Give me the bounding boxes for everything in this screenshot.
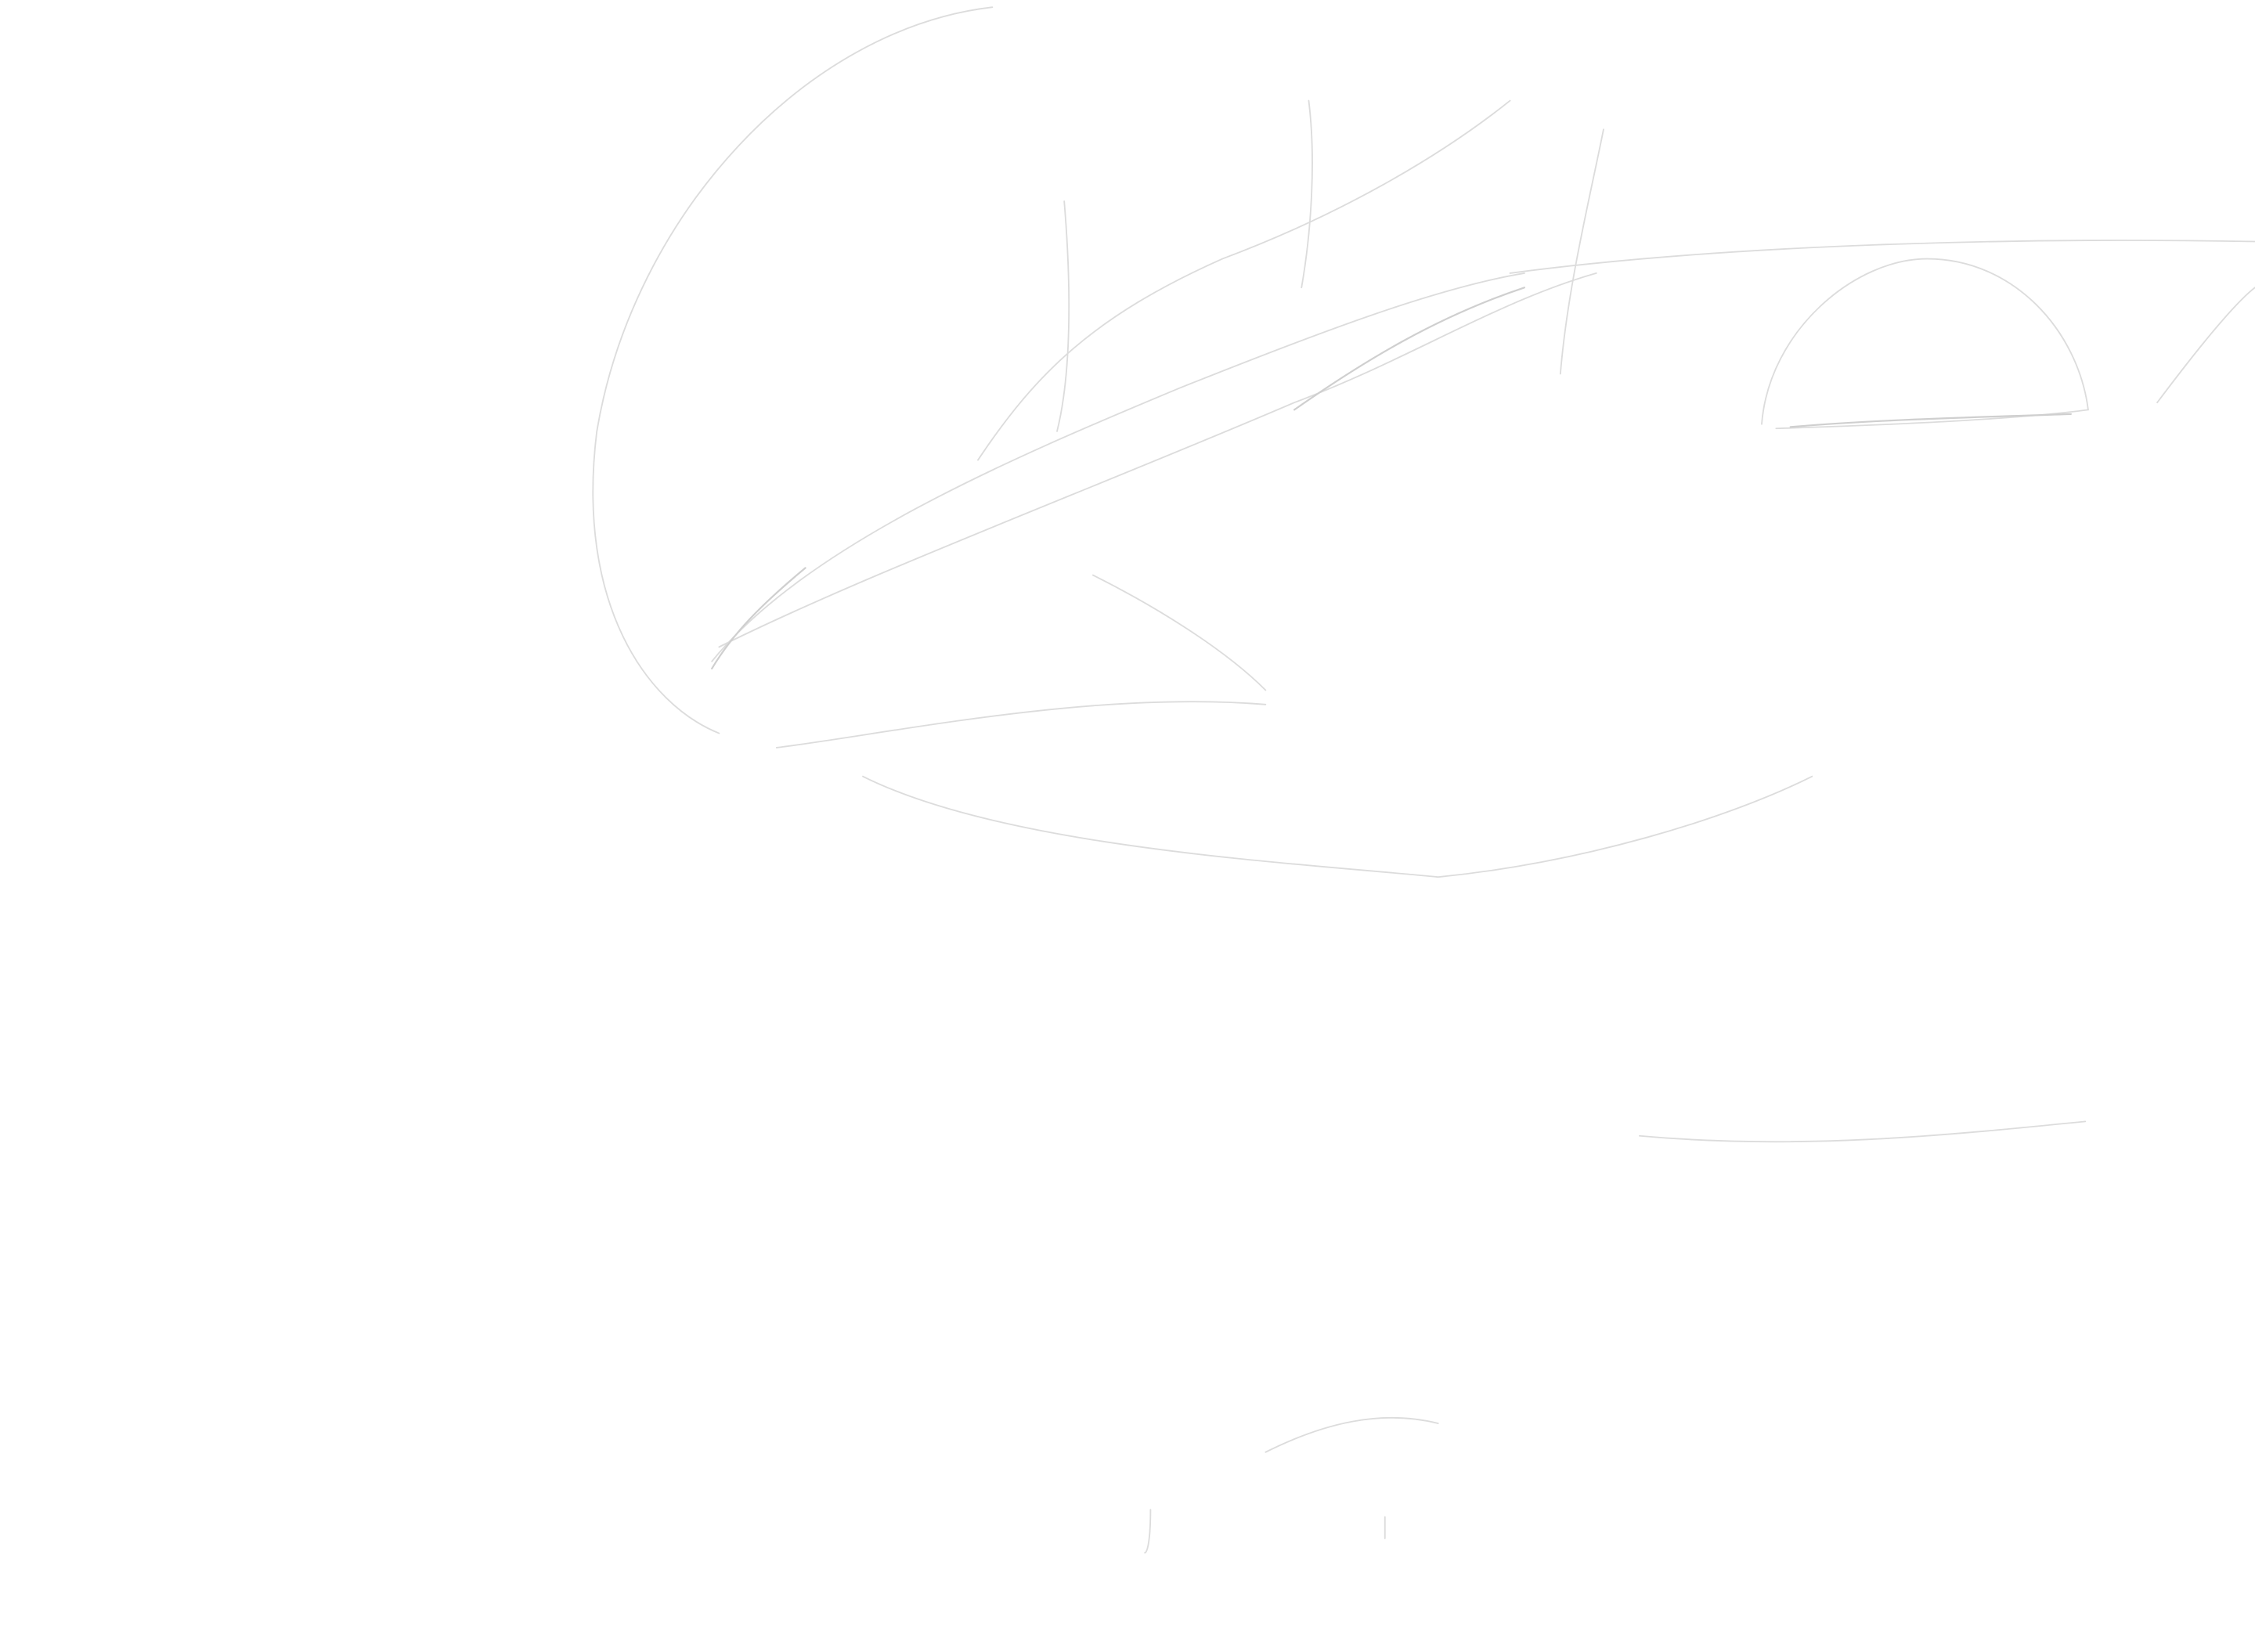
sketch-stroke [711,272,1525,662]
sketch-stroke [977,99,1511,461]
sketch-horizon-line [1509,240,2255,274]
sketch-stroke [1092,574,1267,691]
sketch-dark-stroke [1789,413,2073,428]
sketch-lower-arc [862,775,1813,878]
sketch-stroke [1559,128,1604,375]
sketch-stroke [1265,1416,1439,1453]
sketch-stroke [1301,99,1313,289]
sketch-outer-arc [592,6,994,734]
sketch-dark-stroke [1293,287,1526,411]
sketch-stroke [2156,287,2255,404]
sketch-dome [1761,258,2089,430]
sketch-stroke [718,272,1597,648]
sketch-stroke [1144,1509,1152,1554]
sketch-stroke [1638,1120,2087,1143]
sketch-dark-stroke [711,567,806,670]
sketch-stroke [775,701,1267,748]
sketch-stroke [1056,200,1070,432]
